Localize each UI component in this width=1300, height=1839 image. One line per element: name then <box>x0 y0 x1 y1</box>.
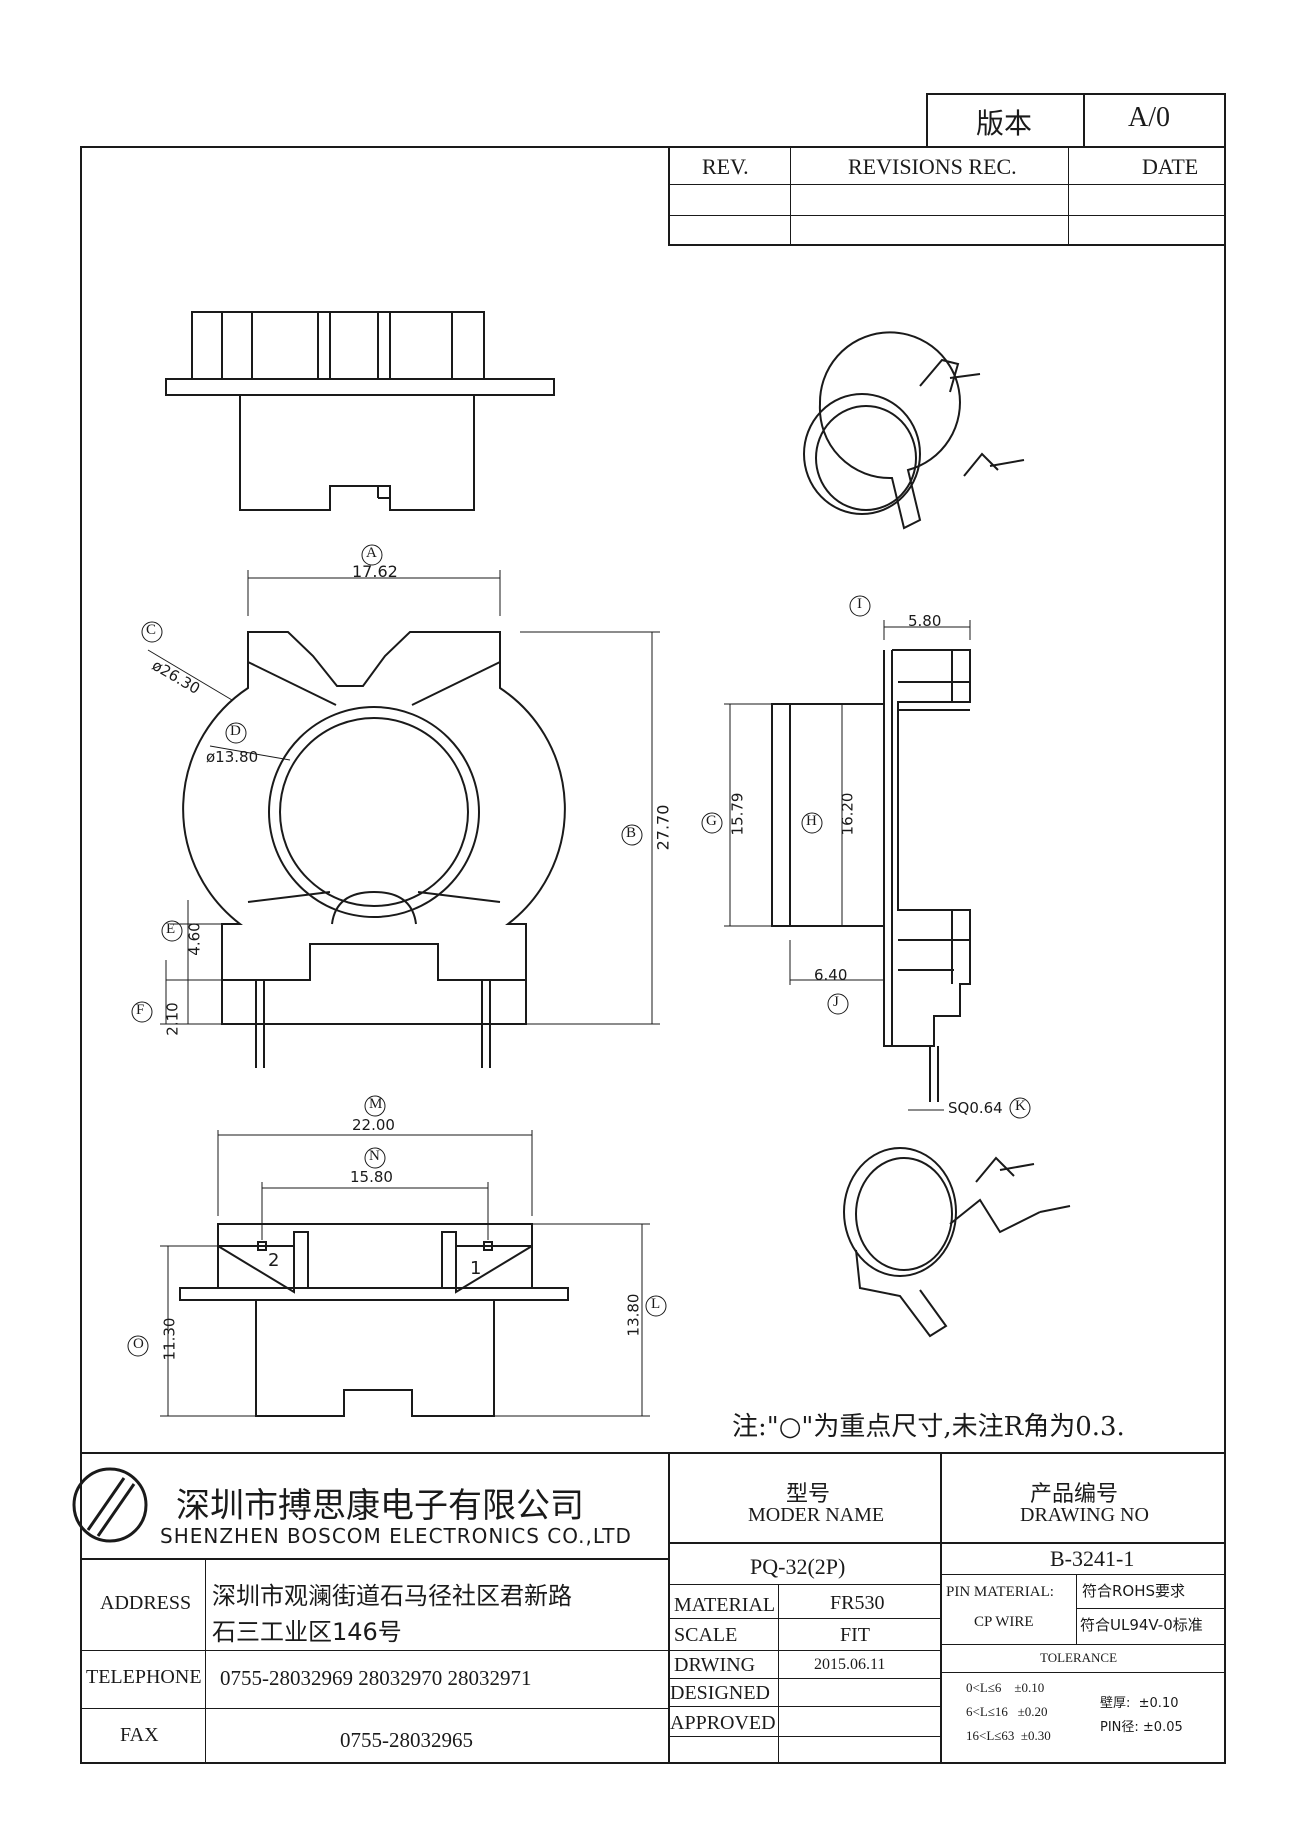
version-label: 版本 <box>976 109 1033 140</box>
dim-f-value: 2.10 <box>163 1002 182 1036</box>
model-label-en: MODER NAME <box>748 1504 885 1526</box>
title-block <box>80 1452 1226 1766</box>
address-line-2: 石三工业区146号 <box>212 1618 402 1646</box>
company-name-cn: 深圳市搏思康电子有限公司 <box>176 1486 584 1526</box>
dim-g-value: 15.79 <box>728 792 747 836</box>
dim-m-label: M <box>369 1096 383 1112</box>
dim-e-value: 4.60 <box>185 922 204 956</box>
drawing-no-label-cn: 产品编号 <box>1030 1481 1119 1506</box>
dim-d-value: ø13.80 <box>206 748 259 766</box>
model-label-cn: 型号 <box>786 1481 831 1506</box>
company-logo <box>72 1467 148 1543</box>
dim-l-label: L <box>651 1296 661 1312</box>
approved-label: APPROVED <box>670 1712 776 1734</box>
tolerance-row-1: 0<L≤6 ±0.10 <box>966 1680 1045 1695</box>
tolerance-row-3: 16<L≤63 ±0.30 <box>966 1728 1051 1743</box>
designed-label: DESIGNED <box>670 1682 770 1704</box>
iso-view-top <box>803 331 1025 530</box>
side-view <box>724 620 971 1111</box>
rohs-text: 符合ROHS要求 <box>1082 1582 1186 1600</box>
drawing-no-value: B-3241-1 <box>1050 1546 1135 1571</box>
dim-h-label: H <box>806 813 817 829</box>
telephone-value: 0755-28032969 28032970 28032971 <box>220 1666 532 1690</box>
drawing-date: 2015.06.11 <box>814 1656 886 1673</box>
version-box <box>926 93 1226 147</box>
pin-1-label: 1 <box>470 1258 482 1279</box>
revisions-table <box>668 146 1226 246</box>
dim-j-label: J <box>833 994 839 1010</box>
dim-n-value: 15.80 <box>350 1168 393 1186</box>
model-value: PQ-32(2P) <box>750 1554 846 1579</box>
drawing-note: 注:"○"为重点尺寸,未注R角为0.3. <box>732 1412 1125 1442</box>
address-label: ADDRESS <box>100 1592 192 1614</box>
front-view <box>147 570 660 1068</box>
dim-m-value: 22.00 <box>352 1116 395 1134</box>
dim-h-value: 16.20 <box>838 792 857 836</box>
material-value: FR530 <box>830 1592 885 1614</box>
top-view <box>165 311 555 511</box>
ul-text: 符合UL94V-0标准 <box>1080 1616 1203 1634</box>
material-label: MATERIAL <box>674 1594 776 1616</box>
drawing-frame <box>80 146 1226 1764</box>
dim-g-label: G <box>706 813 717 829</box>
pin-material-value: CP WIRE <box>974 1614 1034 1630</box>
bottom-view <box>160 1130 650 1417</box>
pin-material-label: PIN MATERIAL: <box>946 1584 1054 1600</box>
dim-b-label: B <box>626 825 637 841</box>
scale-value: FIT <box>840 1624 870 1646</box>
dim-i-label: I <box>857 596 862 612</box>
tolerance-label: TOLERANCE <box>1040 1650 1118 1665</box>
dim-j-value: 6.40 <box>814 966 848 984</box>
scale-label: SCALE <box>674 1624 738 1646</box>
dim-o-value: 11.30 <box>160 1317 179 1361</box>
dim-n-label: N <box>369 1148 380 1164</box>
dim-e-label: E <box>166 921 176 937</box>
fax-value: 0755-28032965 <box>340 1728 473 1752</box>
tolerance-row-2: 6<L≤16 ±0.20 <box>966 1704 1048 1719</box>
dim-b-value: 27.70 <box>653 804 673 851</box>
pin-tolerance: PIN径: ±0.05 <box>1100 1720 1183 1735</box>
drawing-label: DRWING <box>674 1654 756 1676</box>
version-value: A/0 <box>1128 102 1170 133</box>
dim-i-value: 5.80 <box>908 612 942 630</box>
revisions-rec-header: REVISIONS REC. <box>848 154 1017 179</box>
telephone-label: TELEPHONE <box>86 1666 202 1688</box>
pin-2-label: 2 <box>268 1250 280 1271</box>
iso-view-bottom <box>843 1147 1071 1338</box>
dim-c-label: C <box>146 622 157 638</box>
fax-label: FAX <box>120 1724 159 1746</box>
rev-header: REV. <box>702 154 749 179</box>
address-line-1: 深圳市观澜街道石马径社区君新路 <box>212 1582 572 1610</box>
wall-tolerance: 壁厚: ±0.10 <box>1100 1696 1179 1711</box>
company-name-en: SHENZHEN BOSCOM ELECTRONICS CO.,LTD <box>160 1524 632 1548</box>
dim-k-label: K <box>1015 1098 1026 1114</box>
dim-k-value: SQ0.64 <box>948 1099 1003 1117</box>
date-header: DATE <box>1142 154 1199 179</box>
dim-d-label: D <box>230 723 241 739</box>
dim-l-value: 13.80 <box>624 1293 643 1337</box>
dim-o-label: O <box>133 1336 144 1352</box>
dim-a-value: 17.62 <box>352 562 398 581</box>
dim-a-label: A <box>366 545 377 561</box>
dim-f-label: F <box>136 1002 145 1018</box>
drawing-no-label-en: DRAWING NO <box>1020 1504 1149 1526</box>
